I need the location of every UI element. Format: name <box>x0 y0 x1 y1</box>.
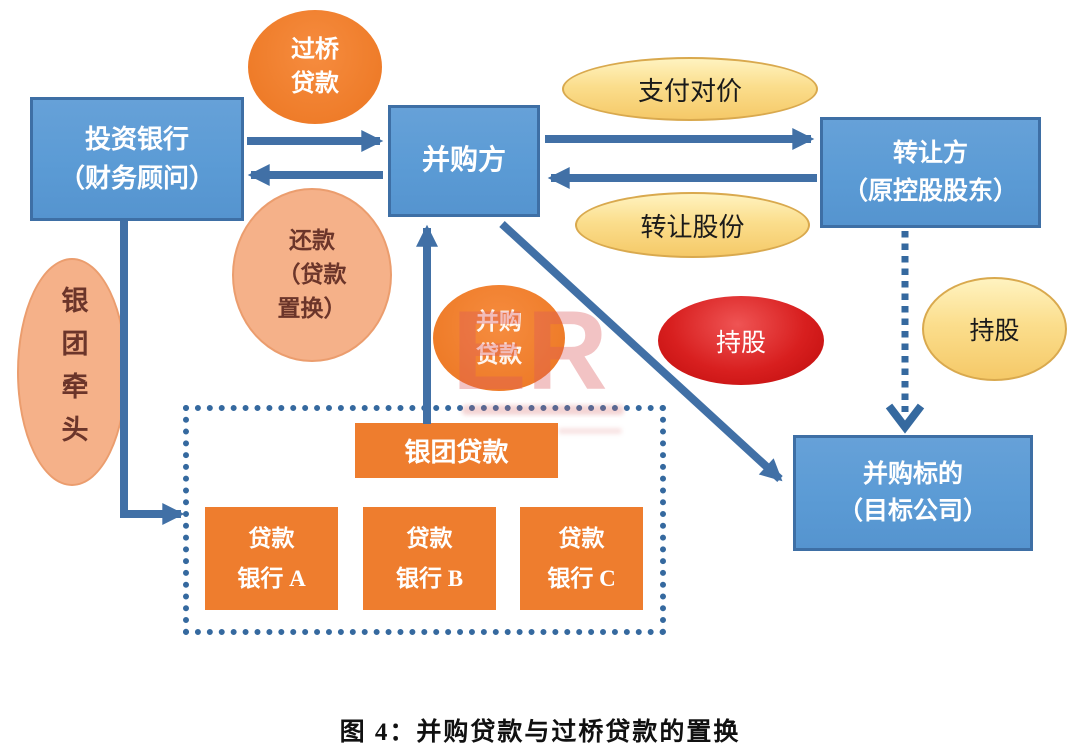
acquirer-box: 并购方 <box>388 105 540 217</box>
holding-red-ellipse: 持股 <box>658 296 824 385</box>
ma-target-label-line2: （目标公司） <box>837 498 988 525</box>
lending-bank-a-box: 贷款 银行 A <box>205 507 338 610</box>
repayment-label-line1: 还款 <box>289 228 335 253</box>
bank-a-label-line2: 银行 A <box>237 565 306 591</box>
pay-consideration-label: 支付对价 <box>637 76 742 106</box>
pay-consideration-ellipse: 支付对价 <box>562 57 818 121</box>
ma-loan-label-line1: 并购 <box>476 309 522 334</box>
bridge-loan-label-line1: 过桥 <box>291 37 339 63</box>
repayment-label-line2: （贷款 <box>277 262 347 287</box>
transfer-shares-ellipse: 转让股份 <box>575 192 810 258</box>
investment-bank-label-line1: 投资银行 <box>84 125 189 154</box>
bank-c-label-line2: 银行 C <box>547 565 616 591</box>
ma-loan-ellipse: 并购 贷款 <box>433 285 565 391</box>
syndicated-loan-box: 银团贷款 <box>355 423 558 478</box>
investment-bank-box: 投资银行 （财务顾问） <box>30 97 244 221</box>
dotted-arrowhead-transferor-to-ma-target <box>885 403 925 434</box>
syndicate-lead-label: 银团牵头 <box>57 286 88 458</box>
lending-bank-b-box: 贷款 银行 B <box>363 507 496 610</box>
figure-caption: 图 4：并购贷款与过桥贷款的置换 <box>339 719 741 746</box>
ma-target-label-line1: 并购标的 <box>862 460 963 488</box>
bridge-loan-ellipse: 过桥 贷款 <box>248 10 382 124</box>
transferor-label-line2: （原控股股东） <box>842 177 1018 205</box>
ma-loan-label-line2: 贷款 <box>476 342 522 367</box>
ma-target-box: 并购标的 （目标公司） <box>793 435 1033 551</box>
bridge-loan-label-line2: 贷款 <box>291 71 339 97</box>
transfer-shares-label: 转让股份 <box>640 212 745 242</box>
holding-yellow-label: 持股 <box>969 318 1020 345</box>
transferor-box: 转让方 （原控股股东） <box>820 117 1041 228</box>
lending-bank-c-box: 贷款 银行 C <box>520 507 643 610</box>
bank-b-label-line1: 贷款 <box>406 525 453 551</box>
bank-a-label-line1: 贷款 <box>248 525 295 551</box>
acquirer-label: 并购方 <box>421 145 506 176</box>
arrow-investment-bank-to-syndicate-group <box>120 221 185 525</box>
bank-c-label-line1: 贷款 <box>558 525 605 551</box>
holding-red-label: 持股 <box>715 329 766 357</box>
transferor-label-line1: 转让方 <box>892 140 968 167</box>
syndicated-loan-label: 银团贷款 <box>404 438 509 467</box>
repayment-label-line3: 置换） <box>277 296 347 321</box>
holding-yellow-ellipse: 持股 <box>922 277 1067 381</box>
bank-b-label-line2: 银行 B <box>395 565 464 591</box>
repayment-ellipse: 还款 （贷款 置换） <box>232 188 392 362</box>
investment-bank-label-line2: （财务顾问） <box>58 164 215 193</box>
syndicate-lead-ellipse: 银团牵头 <box>17 258 127 486</box>
